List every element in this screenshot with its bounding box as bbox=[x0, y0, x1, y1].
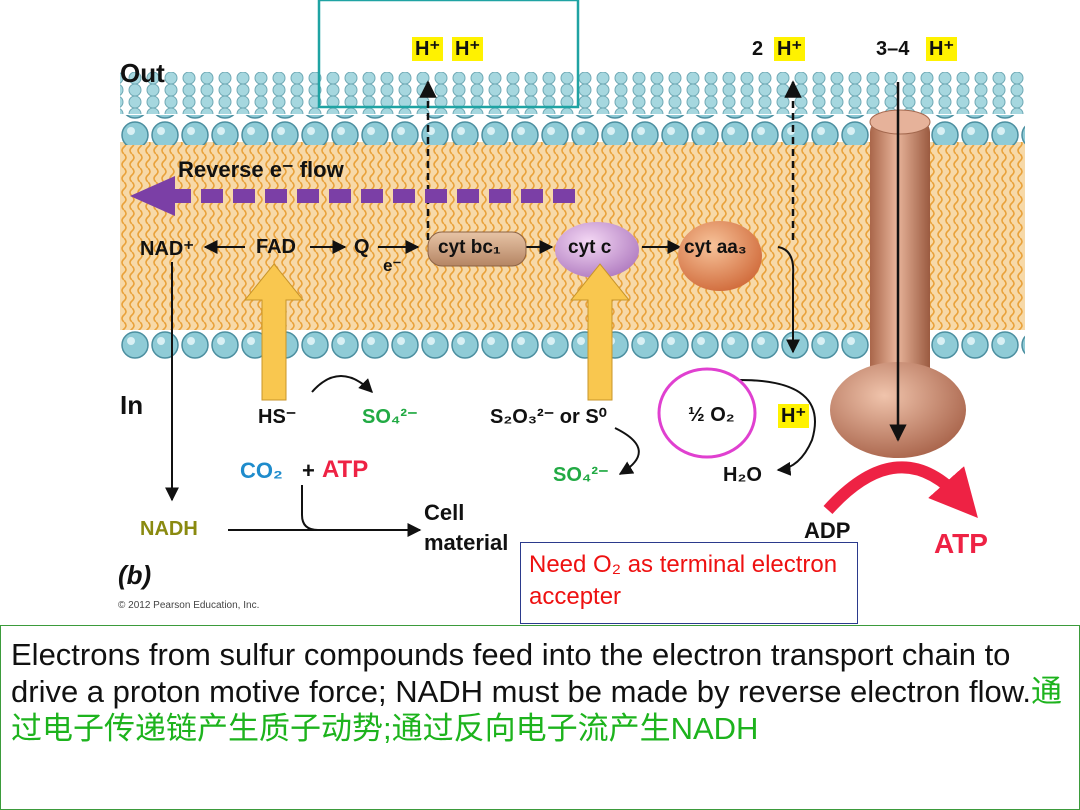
proton-label-1: H⁺ bbox=[412, 37, 443, 61]
panel-letter: (b) bbox=[118, 560, 152, 590]
reverse-flow-label: Reverse e⁻ flow bbox=[178, 157, 344, 182]
cyt-c-shape bbox=[555, 222, 639, 278]
atp-synthesis-arrow bbox=[823, 461, 978, 518]
sulfide-input-arrow bbox=[243, 263, 305, 401]
nad-label: NAD⁺ bbox=[140, 238, 194, 260]
diagram-graphic bbox=[120, 0, 1025, 537]
atp-big-label: ATP bbox=[934, 528, 988, 559]
proton-label-3: H⁺ bbox=[774, 37, 805, 61]
proton-count-3-4: 3–4 bbox=[876, 38, 910, 60]
oxygen-note-text: Need O₂ as terminal electron accepter bbox=[529, 551, 838, 610]
water-label: H₂O bbox=[723, 464, 762, 486]
thiosulfate-input-arrow bbox=[569, 263, 631, 401]
electron-label: e⁻ bbox=[383, 256, 402, 275]
sulfide-label: HS⁻ bbox=[258, 406, 297, 428]
thiosulfate-label: S₂O₃²⁻ or S⁰ bbox=[490, 406, 607, 428]
oxygen-highlight-circle bbox=[657, 367, 757, 459]
cyt-c-label: cyt c bbox=[568, 237, 612, 258]
proton-highlight-box bbox=[317, 0, 580, 109]
cell-material-label: Cell material bbox=[424, 500, 509, 555]
reverse-flow-arrow bbox=[130, 176, 575, 216]
caption-chinese: 通过电子传递链产生质子动势;通过反向电子流产生NADH bbox=[11, 674, 1062, 746]
q-label: Q bbox=[354, 236, 370, 258]
oxygen-label: ½ O₂ bbox=[688, 404, 735, 426]
oxygen-note-box: Need O₂ as terminal electron accepter bbox=[520, 542, 858, 624]
co2-label: CO₂ bbox=[240, 458, 283, 483]
sulfate-label-1: SO₄²⁻ bbox=[362, 406, 418, 428]
caption-box: Electrons from sulfur compounds feed int… bbox=[0, 625, 1080, 810]
fad-label: FAD bbox=[256, 236, 296, 258]
cyt-bc1-shape bbox=[427, 231, 527, 267]
out-label: Out bbox=[120, 58, 165, 88]
cyt-bc1-label: cyt bc₁ bbox=[438, 237, 501, 258]
proton-label-2: H⁺ bbox=[452, 37, 483, 61]
in-label: In bbox=[120, 390, 144, 420]
sulfate-label-2: SO₄²⁻ bbox=[553, 464, 609, 486]
copyright-text: © 2012 Pearson Education, Inc. bbox=[118, 600, 260, 611]
proton-label-inside: H⁺ bbox=[778, 404, 809, 428]
cyt-aa3-label: cyt aa₃ bbox=[684, 237, 747, 258]
caption-english: Electrons from sulfur compounds feed int… bbox=[11, 637, 1031, 709]
plus-label: + bbox=[302, 458, 315, 483]
adp-label: ADP bbox=[804, 518, 851, 543]
electron-transport-diagram: Out In H⁺ H⁺ 2 H⁺ 3–4 H⁺ H⁺ Reverse e⁻ f… bbox=[118, 0, 1025, 624]
proton-label-4: H⁺ bbox=[926, 37, 957, 61]
atp-small-label: ATP bbox=[322, 456, 369, 483]
nadh-label: NADH bbox=[140, 518, 198, 540]
proton-count-2: 2 bbox=[752, 38, 764, 60]
cyt-aa3-shape bbox=[678, 221, 762, 291]
